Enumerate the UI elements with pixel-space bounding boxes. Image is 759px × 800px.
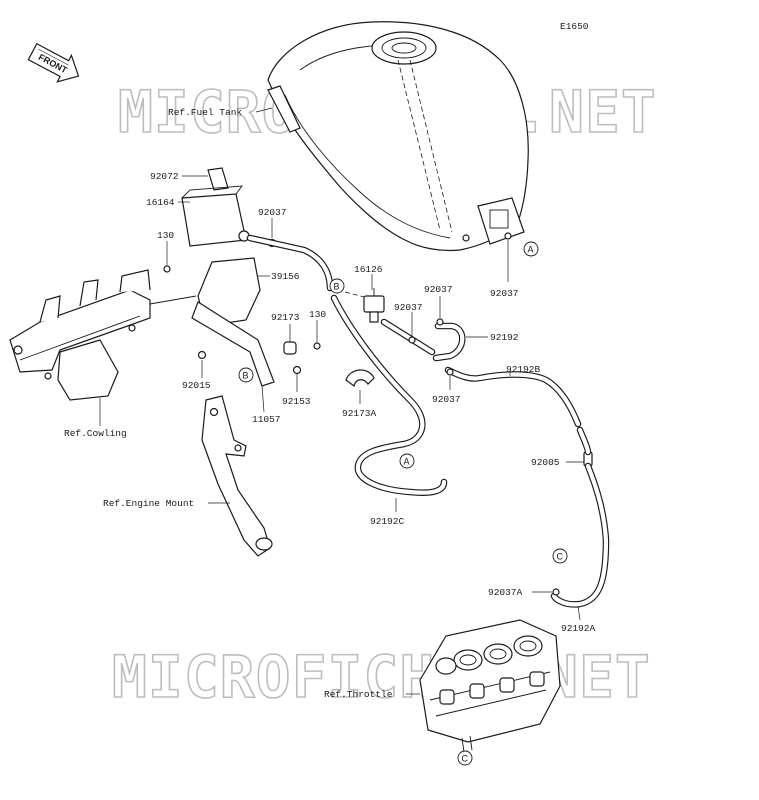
part-92153: 92153 <box>282 396 311 407</box>
part-92037-c: 92037 <box>432 394 461 405</box>
part-92173A: 92173A <box>342 408 377 419</box>
ref-throttle: Ref.Throttle <box>324 689 393 700</box>
clamp-92037-a <box>408 336 416 344</box>
clamp-92037A <box>552 588 560 596</box>
part-92192B: 92192B <box>506 364 541 375</box>
ref-engine-mount: Ref.Engine Mount <box>103 498 194 509</box>
connector-a-upper <box>523 241 539 257</box>
part-92072: 92072 <box>150 171 179 182</box>
fuel-tank-drawing <box>267 21 529 252</box>
part-92037-tank: 92037 <box>490 288 519 299</box>
diagram-code: E1650 <box>560 21 589 32</box>
bolt-130-left <box>163 265 171 273</box>
grommet-92173 <box>283 341 297 355</box>
bracket-39156-drawing <box>197 257 261 327</box>
part-16126: 16126 <box>354 264 383 275</box>
part-11057: 11057 <box>252 414 281 425</box>
part-39156: 39156 <box>271 271 300 282</box>
throttle-body-drawing <box>419 619 561 753</box>
connector-c-lower-label: C <box>462 754 469 764</box>
part-92005: 92005 <box>531 457 560 468</box>
part-92192A: 92192A <box>561 623 596 634</box>
bolt-92015 <box>197 350 207 360</box>
connector-c-lower <box>457 750 473 766</box>
part-16164: 16164 <box>146 197 175 208</box>
part-92192: 92192 <box>490 332 519 343</box>
part-92173: 92173 <box>271 312 300 323</box>
connector-a-lower <box>399 453 415 469</box>
connector-a-lower-label: A <box>404 457 410 467</box>
canister-drawing <box>181 167 250 247</box>
clamp-92037-c <box>446 368 454 376</box>
connector-c-upper-label: C <box>557 552 564 562</box>
ref-fuel-tank: Ref.Fuel Tank <box>168 107 242 118</box>
connector-c-upper <box>552 548 568 564</box>
part-130-right: 130 <box>309 309 326 320</box>
front-arrow-icon: FRONT <box>27 42 80 83</box>
engine-mount-drawing <box>201 395 273 557</box>
clamp-92037-tank <box>504 232 512 240</box>
ref-cowling: Ref.Cowling <box>64 428 127 439</box>
valve-16126-drawing <box>363 288 385 323</box>
part-92192C: 92192C <box>370 516 405 527</box>
part-92037-top: 92037 <box>258 207 287 218</box>
part-130-left: 130 <box>157 230 174 241</box>
watermark-bottom: MICROFICHES.NET <box>112 643 651 711</box>
part-92037-a: 92037 <box>394 302 423 313</box>
bolt-130-right <box>313 342 321 350</box>
cowling-bracket-drawing <box>9 269 197 401</box>
connector-b-upper <box>329 278 345 294</box>
bolt-92153 <box>292 365 302 375</box>
part-92015: 92015 <box>182 380 211 391</box>
connector-a-upper-label: A <box>528 245 534 255</box>
clamp-92037-b <box>436 318 444 326</box>
connector-b-lower <box>238 367 254 383</box>
part-92037-b: 92037 <box>424 284 453 295</box>
connector-b-upper-label: B <box>334 282 340 292</box>
part-92037A: 92037A <box>488 587 523 598</box>
connector-b-lower-label: B <box>243 371 249 381</box>
clip-92173A-drawing <box>345 369 375 388</box>
